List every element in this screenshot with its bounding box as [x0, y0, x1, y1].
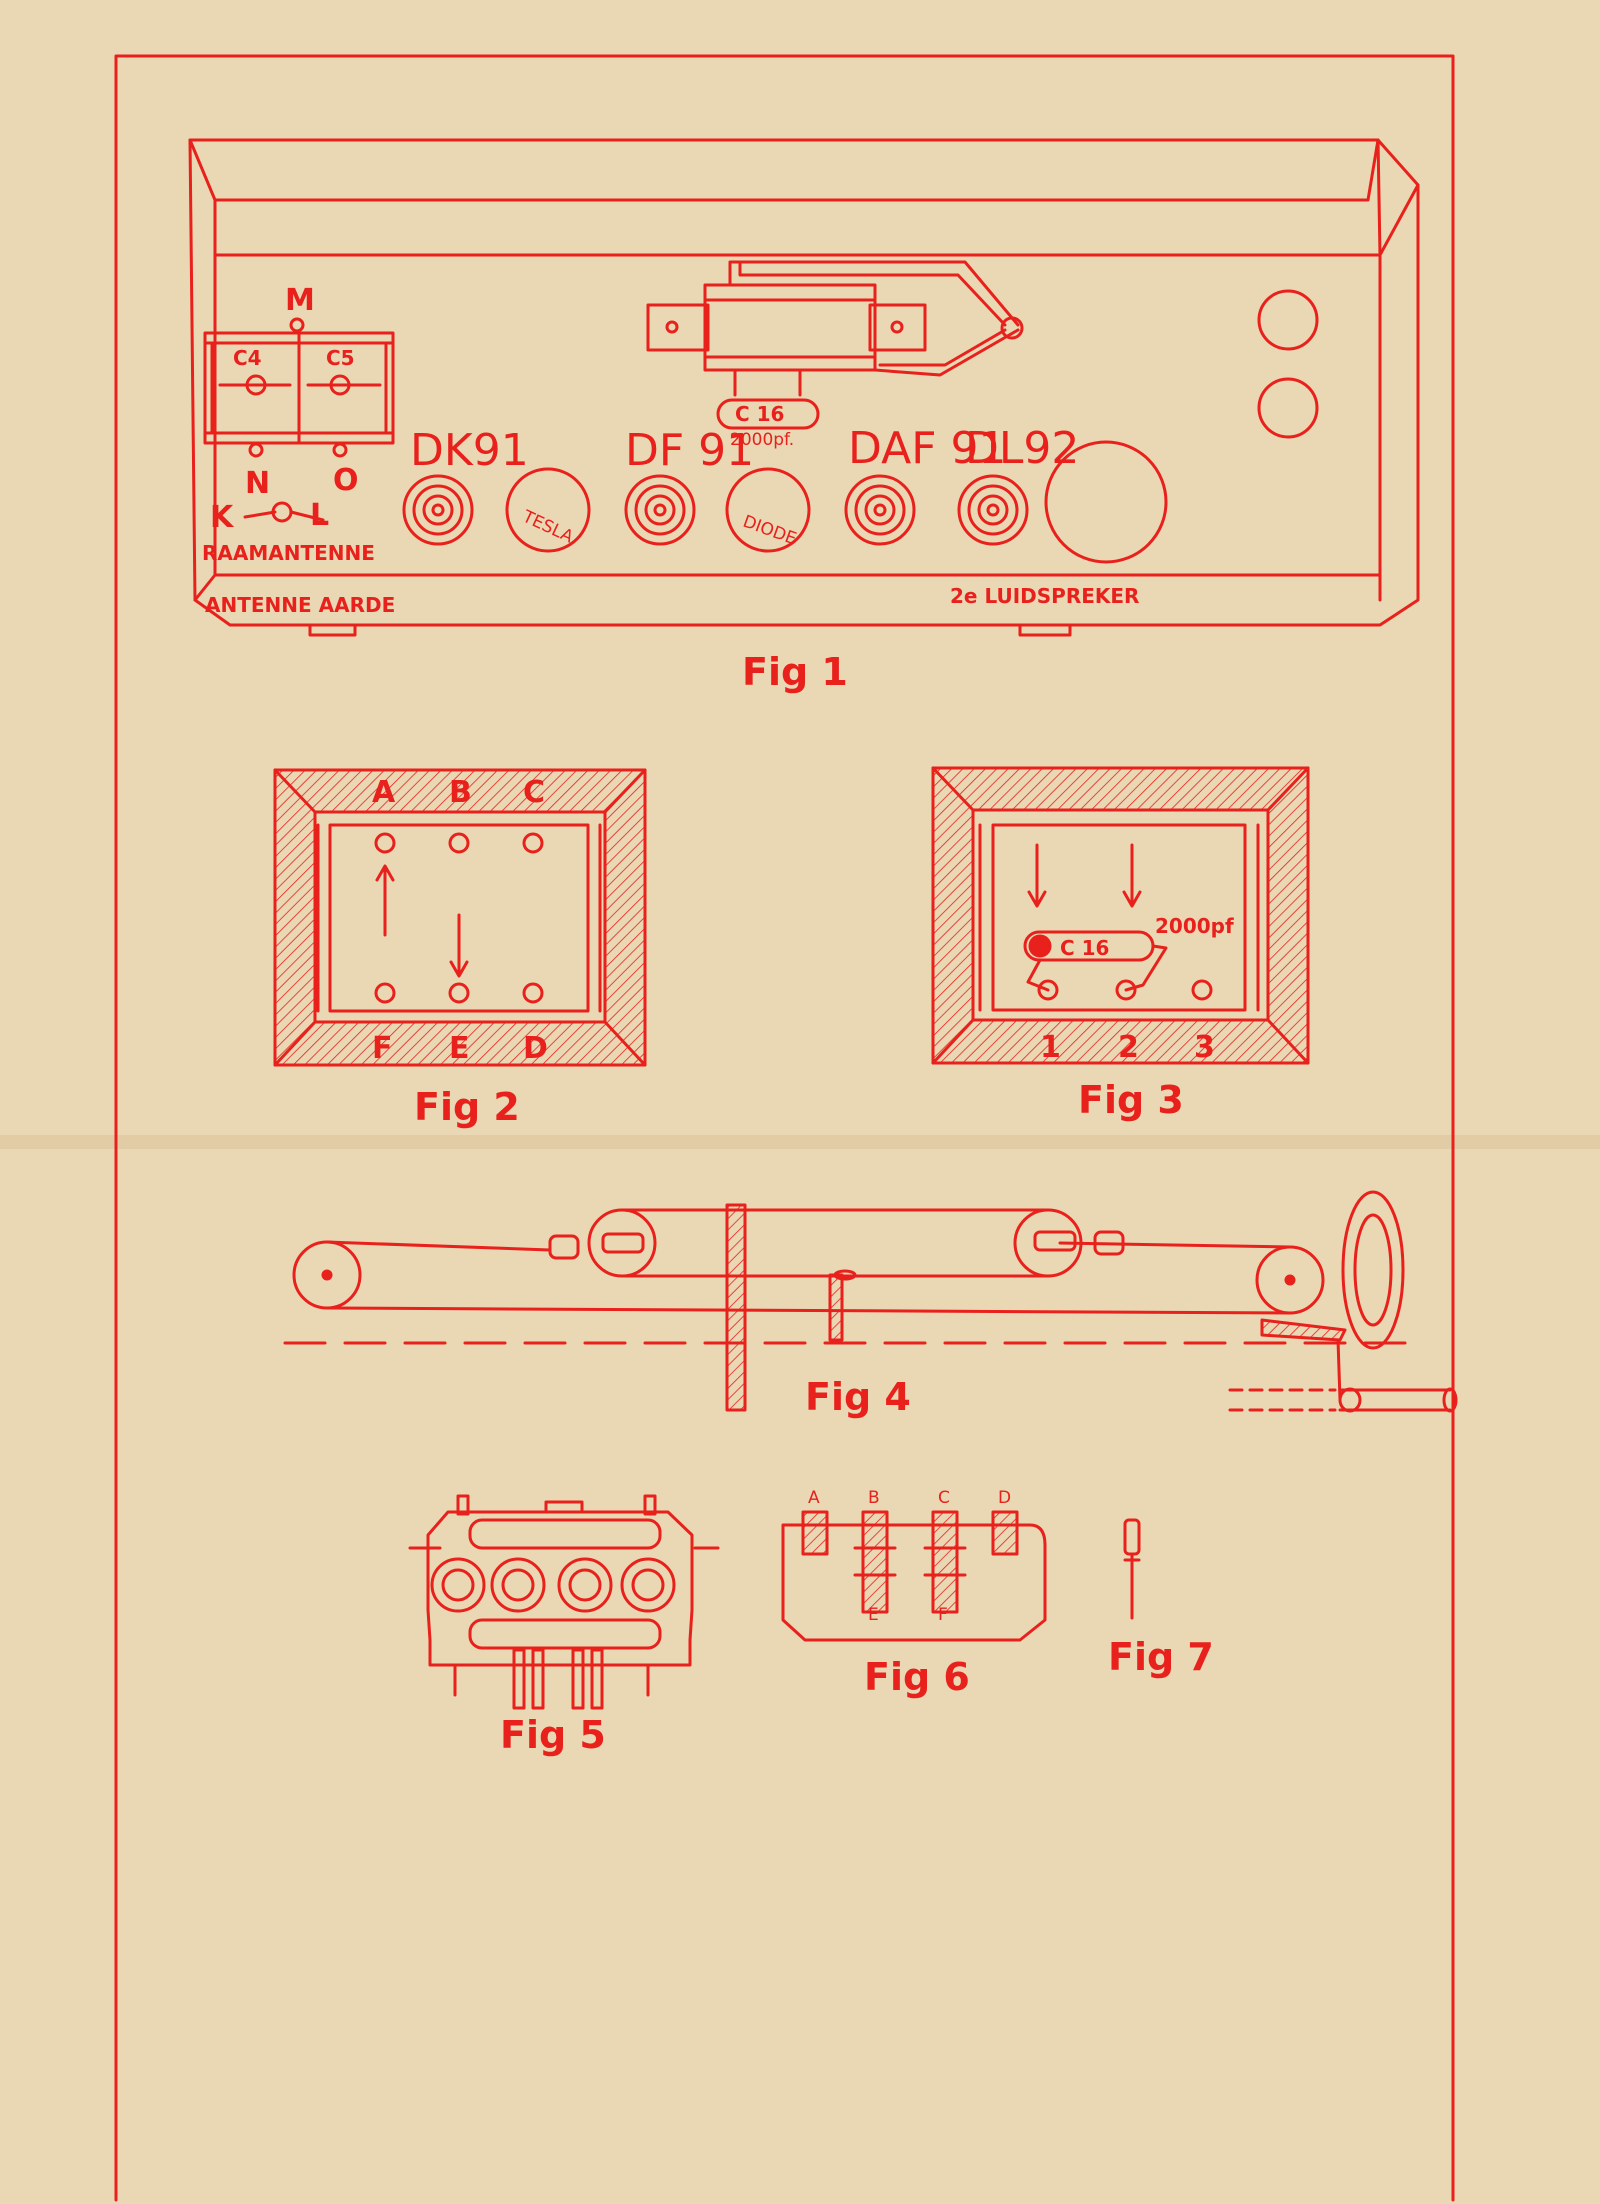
fig6-caption: Fig 6	[864, 1655, 970, 1699]
fig6-top-label-a: A	[808, 1488, 820, 1508]
fig1-tube-socket-daf91	[844, 474, 916, 546]
fig1-tesla-coil	[505, 467, 591, 553]
fig6-top-label-b: B	[868, 1488, 880, 1508]
fig3-bottom-label-1: 1	[1040, 1030, 1061, 1065]
fig3-coil-former	[931, 766, 1310, 1065]
fig6-bottom-label-f: F	[938, 1605, 948, 1625]
terminal-label-m: M	[285, 283, 315, 318]
fig7-caption: Fig 7	[1108, 1635, 1214, 1679]
fig4-dial-drive	[283, 1190, 1458, 1413]
terminal-label-c5: C5	[326, 346, 355, 370]
fig2-bottom-label-d: D	[523, 1031, 548, 1066]
terminal-label-k: K	[210, 500, 235, 535]
fig2-top-label-c: C	[523, 775, 545, 810]
fig1-caption: Fig 1	[742, 650, 848, 694]
tube-label-daf91: DAF 91	[848, 423, 1007, 474]
fig1-tube-socket-df91	[624, 474, 696, 546]
fig1-hole-lower	[1257, 377, 1319, 439]
fig2-bottom-label-f: F	[372, 1031, 393, 1066]
fig3-capacitor-label: C 16	[1060, 936, 1109, 960]
luidspreker-label: 2e LUIDSPREKER	[950, 584, 1139, 608]
fig6-top-label-d: D	[998, 1488, 1011, 1508]
fig1-output-transformer	[646, 260, 1024, 397]
tube-label-dl92: DL92	[965, 423, 1079, 474]
fig6-bottom-label-e: E	[868, 1605, 879, 1625]
fig1-capacitor-label: C 16	[735, 402, 784, 426]
fig3-bottom-label-3: 3	[1194, 1030, 1215, 1065]
fig4-caption: Fig 4	[805, 1375, 911, 1419]
fig1-frame-aerial-terminals	[243, 501, 325, 523]
fig1-tuning-capacitor-block	[203, 317, 395, 458]
fig1-loudspeaker-hole	[1044, 440, 1168, 564]
fig5-caption: Fig 5	[500, 1713, 606, 1757]
page-border	[114, 54, 1455, 2202]
fig1-hole-upper	[1257, 289, 1319, 351]
fig1-tube-socket-dl92	[957, 474, 1029, 546]
fig2-caption: Fig 2	[414, 1085, 520, 1129]
fig6-top-label-c: C	[938, 1488, 950, 1508]
fig1-diode	[725, 467, 811, 553]
fig2-top-label-a: A	[372, 775, 396, 810]
terminal-label-l: L	[310, 498, 329, 533]
fig1-chassis	[188, 138, 1420, 637]
fig3-caption: Fig 3	[1078, 1078, 1184, 1122]
fig2-top-label-b: B	[449, 775, 472, 810]
tube-label-dk91: DK91	[410, 425, 529, 476]
fig3-bottom-label-2: 2	[1118, 1030, 1139, 1065]
paper-fold	[0, 1135, 1600, 1149]
fig7-pin	[1123, 1518, 1141, 1620]
terminal-label-n: N	[245, 466, 270, 501]
fig1-tube-socket-dk91	[402, 474, 474, 546]
fig5-wavechange-switch	[408, 1494, 720, 1710]
fig2-bottom-label-e: E	[449, 1031, 470, 1066]
fig6-switch-contacts	[781, 1510, 1047, 1642]
fig3-capacitor-value: 2000pf	[1155, 914, 1234, 938]
terminal-label-c4: C4	[233, 346, 262, 370]
fig1-capacitor-c16	[716, 398, 820, 430]
antenne-aarde-label: ANTENNE AARDE	[205, 593, 395, 617]
fig2-coil-former	[273, 768, 647, 1067]
terminal-label-o: O	[333, 463, 359, 498]
fig1-capacitor-value: 2000pf.	[730, 430, 794, 450]
raamantenne-label: RAAMANTENNE	[202, 541, 375, 565]
tube-label-df91: DF 91	[625, 425, 754, 476]
